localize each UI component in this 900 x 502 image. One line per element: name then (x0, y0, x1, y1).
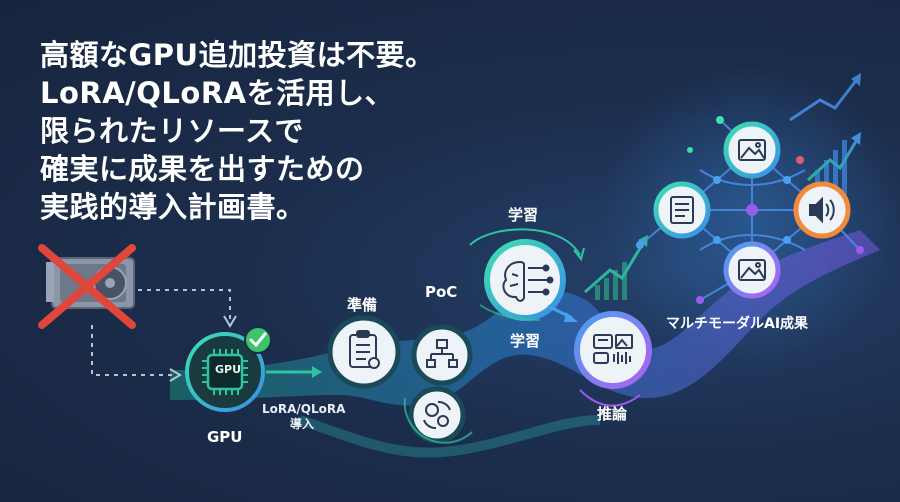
gear-cycle-node (408, 386, 466, 444)
headline-line-5: 実践的導入計画書。 (40, 190, 306, 224)
checklist-node (327, 315, 401, 389)
checkmark-icon (244, 326, 272, 354)
headline-line-4: 確実に成果を出すための (40, 152, 365, 186)
poc-label: PoC (425, 283, 458, 301)
multimodal-label: マルチモーダルAI成果 (666, 316, 809, 332)
headline-line-3: 限られたリソースで (40, 114, 305, 148)
audio-icon (809, 196, 835, 224)
dashed-connector (120, 289, 231, 320)
headline-line-1: 高額なGPU追加投資は不要。 (40, 38, 435, 72)
audio-node (793, 181, 851, 239)
gpu-chip-icon (202, 349, 248, 395)
gear-cycle-icon (423, 401, 451, 429)
network-icon (426, 339, 458, 368)
inference-node (574, 311, 652, 389)
lora-label-line-1: LoRA/QLoRA (262, 402, 346, 416)
learning-label-bottom: 学習 (510, 332, 541, 350)
network-node (411, 324, 473, 386)
document-node (653, 181, 711, 239)
headline: 高額なGPU追加投資は不要。 LoRA/QLoRAを活用し、 限られたリソースで… (40, 36, 435, 226)
image-node-top (723, 121, 781, 179)
lora-label-line-2: 導入 (289, 417, 314, 431)
document-icon (670, 196, 694, 224)
crossed-gpu-card-icon (38, 244, 136, 329)
network-graph (636, 116, 864, 304)
image-node-bottom (723, 241, 781, 299)
dashed-connector-lower (91, 325, 175, 376)
gpu-node (185, 326, 272, 412)
growth-arrow-icon (584, 235, 648, 300)
prep-label: 準備 (347, 296, 378, 314)
learning-label-top: 学習 (508, 206, 539, 224)
inference-label: 推論 (597, 405, 628, 423)
gpu-chip-label: GPU (215, 363, 242, 376)
lora-label: LoRA/QLoRA 導入 (262, 402, 346, 432)
flow-ribbon-lower (298, 415, 601, 458)
headline-line-2: LoRA/QLoRAを活用し、 (40, 76, 395, 110)
image-icon (738, 259, 766, 281)
checklist-icon (349, 330, 380, 369)
brain-node (484, 239, 566, 321)
multimodal-media-icon (593, 334, 633, 364)
gpu-label: GPU (207, 428, 243, 446)
brain-icon (502, 260, 554, 302)
image-icon (738, 139, 766, 161)
